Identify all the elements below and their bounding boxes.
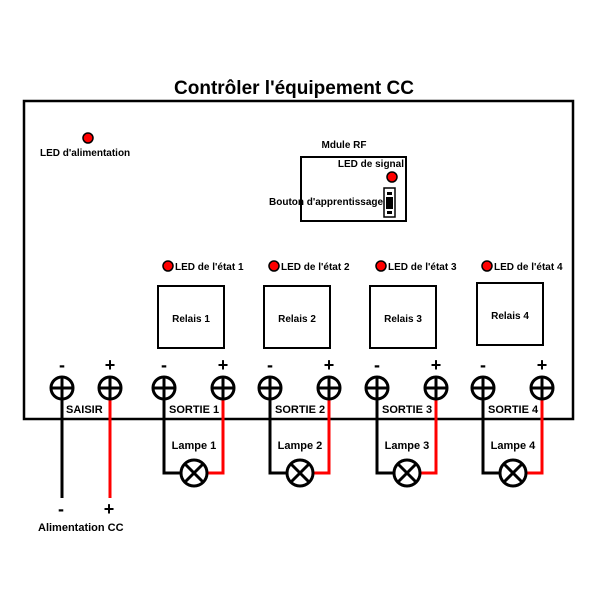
relay-box <box>476 282 544 346</box>
status-led-icon <box>162 260 174 272</box>
controller-board <box>22 99 575 421</box>
supply-plus-sign: + <box>104 499 115 519</box>
relay-label: Relais 1 <box>172 314 210 325</box>
output-minus-sign: - <box>480 355 486 375</box>
relay-label: Relais 3 <box>384 314 422 325</box>
status-led-label: LED de l'état 4 <box>494 262 563 273</box>
output-3-plus-terminal[interactable] <box>423 375 449 401</box>
status-led-icon <box>375 260 387 272</box>
status-led-label: LED de l'état 1 <box>175 262 244 273</box>
negative-wire <box>162 388 181 475</box>
positive-wire <box>207 388 225 475</box>
relay-box <box>369 285 437 349</box>
input-label: SAISIR <box>66 404 103 416</box>
channel-1: LED de l'état 1 Relais 1 Lampe 1 SORTIE 1 <box>157 260 244 488</box>
status-led-label: LED de l'état 3 <box>388 262 457 273</box>
diagram-title: Contrôler l'équipement CC <box>174 78 414 99</box>
learn-button[interactable] <box>383 187 396 218</box>
positive-wire <box>420 388 438 475</box>
power-led-icon <box>82 132 94 144</box>
input-plus-sign: + <box>105 355 116 375</box>
input-plus-terminal[interactable] <box>97 375 123 401</box>
output-minus-sign: - <box>267 355 273 375</box>
output-2-plus-terminal[interactable] <box>316 375 342 401</box>
output-plus-sign: + <box>324 355 335 375</box>
lamp-icon <box>392 458 422 488</box>
output-plus-sign: + <box>431 355 442 375</box>
output-label: SORTIE 1 <box>169 404 219 416</box>
lamp-icon <box>179 458 209 488</box>
lamp-label: Lampe 2 <box>278 440 323 452</box>
output-plus-sign: + <box>537 355 548 375</box>
output-4-minus-terminal[interactable] <box>470 375 496 401</box>
output-3-minus-terminal[interactable] <box>364 375 390 401</box>
output-minus-sign: - <box>374 355 380 375</box>
status-led-icon <box>268 260 280 272</box>
lamp-icon <box>498 458 528 488</box>
negative-wire <box>375 388 394 475</box>
input-minus-terminal[interactable] <box>49 375 75 401</box>
lamp-label: Lampe 4 <box>491 440 537 452</box>
supply-label: Alimentation CC <box>38 522 124 534</box>
status-led-icon <box>481 260 493 272</box>
supply-minus-sign: - <box>58 499 64 519</box>
lamp-label: Lampe 3 <box>385 440 430 452</box>
status-led-label: LED de l'état 2 <box>281 262 350 273</box>
output-4-plus-terminal[interactable] <box>529 375 555 401</box>
output-minus-sign: - <box>161 355 167 375</box>
positive-wire <box>313 388 331 475</box>
channel-3: LED de l'état 3 Relais 3 Lampe 3 SORTIE 3 <box>369 260 457 488</box>
signal-led-icon <box>386 171 398 183</box>
relay-label: Relais 2 <box>278 314 316 325</box>
positive-wire <box>526 388 544 475</box>
output-label: SORTIE 2 <box>275 404 325 416</box>
lamp-icon <box>285 458 315 488</box>
output-label: SORTIE 4 <box>488 404 539 416</box>
relay-box <box>157 285 225 349</box>
rf-module-label: Mdule RF <box>322 140 367 151</box>
output-1-minus-terminal[interactable] <box>151 375 177 401</box>
relay-box <box>263 285 331 349</box>
signal-led-label: LED de signal <box>338 159 404 170</box>
output-plus-sign: + <box>218 355 229 375</box>
channel-4: LED de l'état 4 Relais 4 Lampe 4 SORTIE 4 <box>476 260 563 488</box>
power-led-label: LED d'alimentation <box>40 148 130 159</box>
learn-button-label: Bouton d'apprentissage <box>269 197 383 208</box>
output-label: SORTIE 3 <box>382 404 432 416</box>
negative-wire <box>481 388 500 475</box>
channel-2: LED de l'état 2 Relais 2 Lampe 2 SORTIE 2 <box>263 260 350 488</box>
lamp-label: Lampe 1 <box>172 440 217 452</box>
output-2-minus-terminal[interactable] <box>257 375 283 401</box>
negative-wire <box>268 388 287 475</box>
input-minus-sign: - <box>59 355 65 375</box>
output-1-plus-terminal[interactable] <box>210 375 236 401</box>
relay-label: Relais 4 <box>491 311 529 322</box>
